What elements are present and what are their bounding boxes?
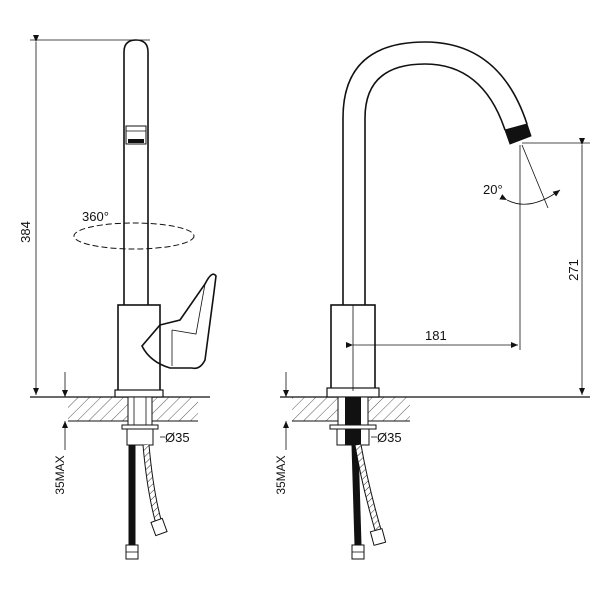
dimension-181: 181 — [346, 328, 518, 348]
hoses-left — [125, 444, 168, 560]
max-thickness-right: 35MAX — [274, 372, 289, 495]
height-total-label: 384 — [18, 221, 33, 243]
max-left-label: 35MAX — [53, 455, 67, 494]
spout-right — [342, 41, 532, 305]
body-left — [114, 304, 164, 398]
spout-height-label: 271 — [566, 259, 581, 281]
tilt-label: 20° — [483, 182, 503, 197]
body-right — [326, 304, 380, 398]
rotation-label: 360° — [82, 209, 109, 224]
reach-label: 181 — [425, 328, 447, 343]
max-thickness-left: 35MAX — [53, 372, 68, 495]
max-right-label: 35MAX — [274, 455, 288, 494]
rotation-indicator: 360° — [73, 209, 195, 250]
side-view-left: 384 360° — [18, 35, 217, 560]
worktop-left — [30, 396, 210, 422]
diameter-right-label: Ø35 — [377, 430, 402, 445]
diameter-left: Ø35 — [160, 430, 190, 445]
diameter-left-label: Ø35 — [165, 430, 190, 445]
spout-left — [123, 39, 149, 305]
dimension-384: 384 — [18, 35, 150, 395]
dimension-271: 271 — [522, 138, 590, 395]
lever-handle-left — [141, 273, 217, 370]
tilt-indicator: 20° — [483, 144, 561, 350]
worktop-right — [280, 396, 590, 422]
mounting-tube-left — [121, 396, 159, 446]
hoses-right — [351, 444, 387, 560]
mounting-tube-right — [329, 396, 377, 446]
side-view-right: 20° 271 181 — [274, 41, 590, 560]
diameter-right: Ø35 — [371, 430, 402, 445]
